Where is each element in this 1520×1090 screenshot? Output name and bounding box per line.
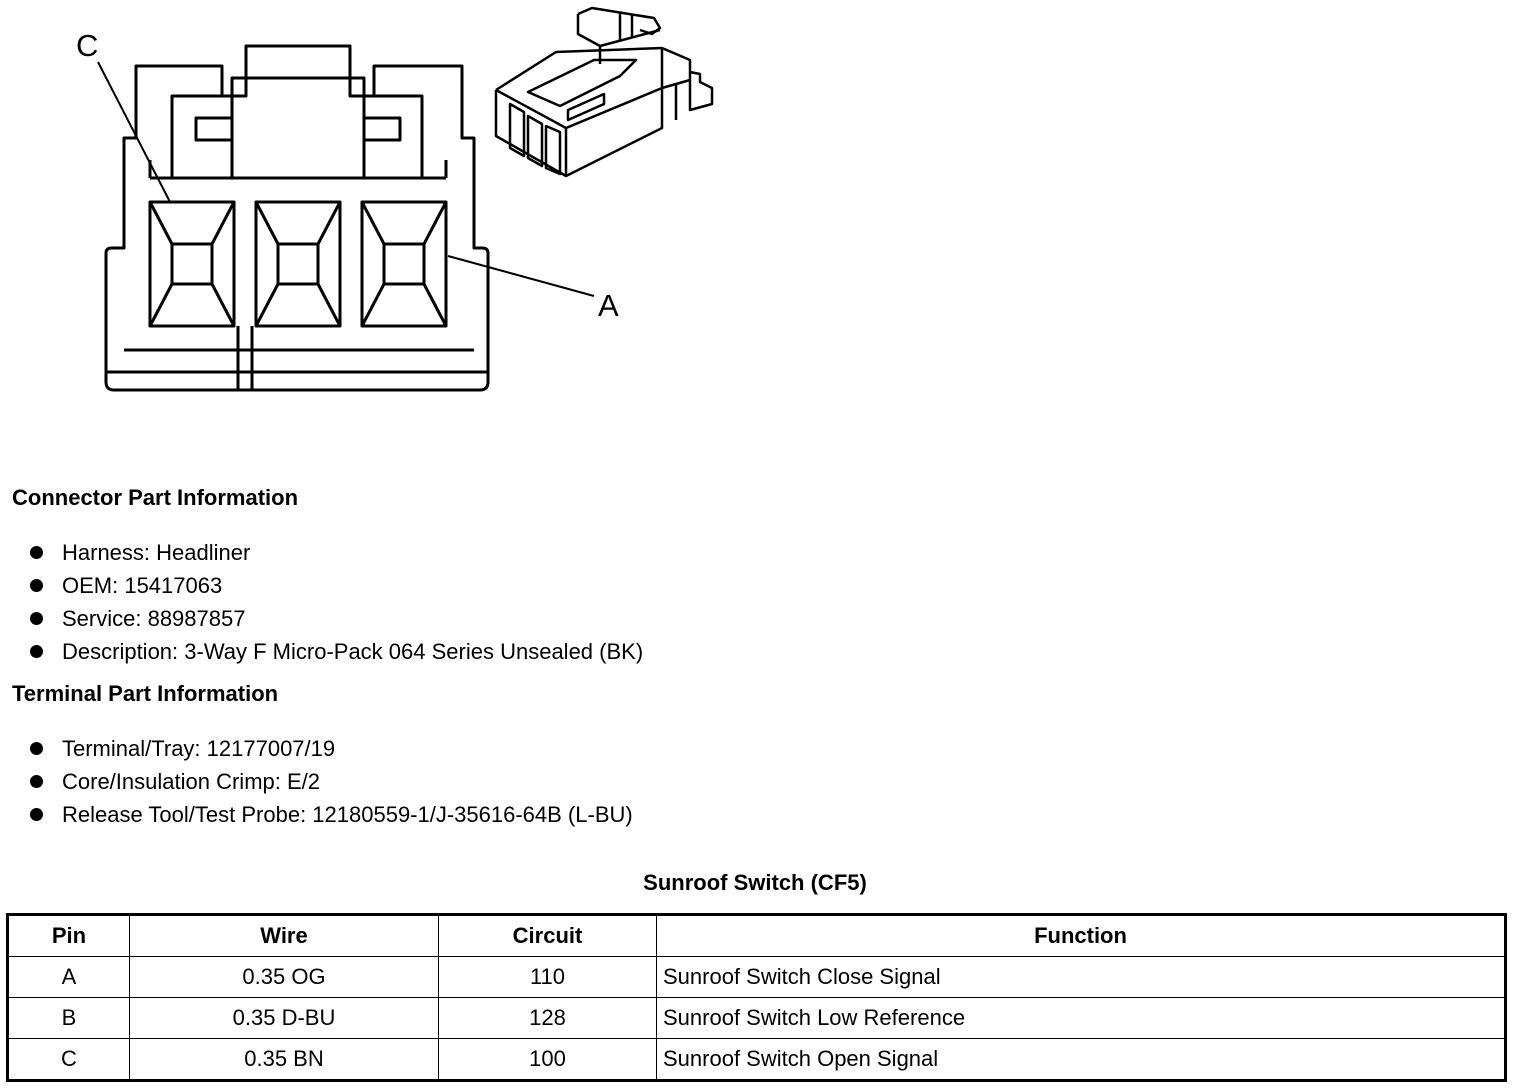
cell-wire: 0.35 OG	[129, 956, 439, 998]
column-header-wire: Wire	[129, 914, 439, 957]
list-item: OEM: 15417063	[0, 569, 643, 602]
list-item: Core/Insulation Crimp: E/2	[0, 765, 633, 798]
cell-wire: 0.35 BN	[129, 1038, 439, 1081]
terminal-section-title: Terminal Part Information	[12, 681, 279, 706]
list-item: Release Tool/Test Probe: 12180559-1/J-35…	[0, 798, 633, 831]
cell-pin: C	[7, 1038, 130, 1081]
cell-pin: A	[7, 956, 130, 998]
list-item: Harness: Headliner	[0, 536, 643, 569]
list-item: Service: 88987857	[0, 602, 643, 635]
cell-function: Sunroof Switch Low Reference	[656, 997, 1506, 1039]
cell-function: Sunroof Switch Close Signal	[656, 956, 1506, 998]
table-row: B 0.35 D-BU 128 Sunroof Switch Low Refer…	[7, 997, 1506, 1039]
cell-circuit: 128	[438, 997, 657, 1039]
cell-wire: 0.35 D-BU	[129, 997, 439, 1039]
cell-circuit: 100	[438, 1038, 657, 1081]
column-header-pin: Pin	[7, 914, 130, 957]
connector-diagram: C A	[0, 0, 760, 420]
column-header-function: Function	[656, 914, 1506, 957]
table-row: C 0.35 BN 100 Sunroof Switch Open Signal	[7, 1038, 1506, 1081]
callout-c: C	[76, 28, 99, 63]
column-header-circuit: Circuit	[438, 914, 657, 957]
connector-info-list: Harness: Headliner OEM: 15417063 Service…	[0, 536, 643, 668]
table-title: Sunroof Switch (CF5)	[643, 870, 867, 895]
list-item: Terminal/Tray: 12177007/19	[0, 732, 633, 765]
callout-a: A	[598, 288, 619, 323]
pin-table: Pin Wire Circuit Function A 0.35 OG 110 …	[6, 913, 1507, 1082]
terminal-info-list: Terminal/Tray: 12177007/19 Core/Insulati…	[0, 732, 633, 831]
cell-function: Sunroof Switch Open Signal	[656, 1038, 1506, 1081]
cell-pin: B	[7, 997, 130, 1039]
table-row: A 0.35 OG 110 Sunroof Switch Close Signa…	[7, 956, 1506, 998]
connector-section-title: Connector Part Information	[12, 485, 299, 510]
cell-circuit: 110	[438, 956, 657, 998]
connector-face-drawing	[97, 6, 714, 392]
list-item: Description: 3-Way F Micro-Pack 064 Seri…	[0, 635, 643, 668]
table-header-row: Pin Wire Circuit Function	[7, 914, 1506, 957]
